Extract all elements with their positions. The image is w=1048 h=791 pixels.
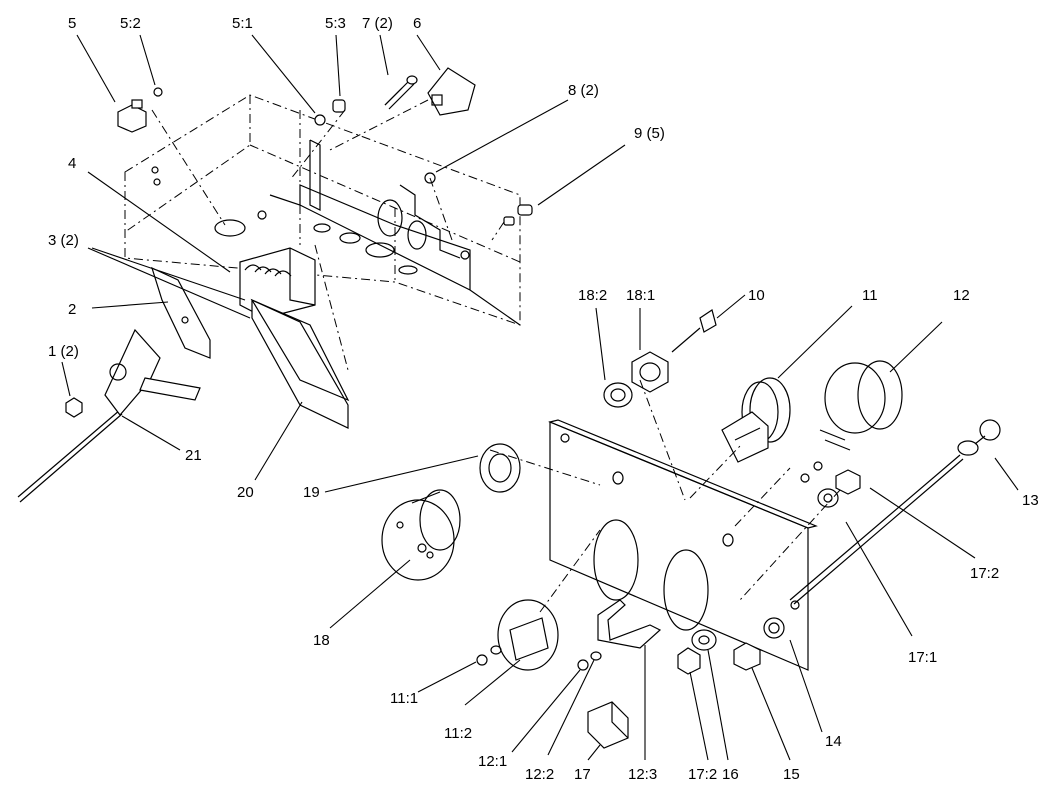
part-12-2-washer <box>590 651 602 661</box>
part-16-washer <box>691 629 717 651</box>
part-12-1-nut <box>577 659 589 671</box>
callout-11: 11 <box>862 287 878 304</box>
part-21-lever <box>17 328 201 503</box>
bracket-housing <box>124 94 521 326</box>
part-6-knob <box>427 67 476 116</box>
part-5-2-washer <box>153 87 163 97</box>
part-4-switch-block <box>239 247 316 319</box>
callout-12-2: 12:2 <box>525 766 554 783</box>
callout-18-1: 18:1 <box>626 287 655 304</box>
part-5-3-spacer <box>332 99 346 113</box>
callout-9: 9 (5) <box>634 125 665 142</box>
part-5-1-nut <box>314 114 326 126</box>
part-10-connector <box>671 309 717 353</box>
part-19-grommet <box>479 443 521 493</box>
part-1-nut <box>65 397 83 418</box>
callout-12-1: 12:1 <box>478 753 507 770</box>
part-11-2-bezel <box>497 599 559 671</box>
callout-16: 16 <box>722 766 739 783</box>
instrument-panel <box>548 419 818 671</box>
callout-8: 8 (2) <box>568 82 599 99</box>
callout-11-1: 11:1 <box>390 690 418 707</box>
callout-5-1: 5:1 <box>232 15 253 32</box>
part-11-1-nut <box>476 654 488 666</box>
callout-15: 15 <box>783 766 800 783</box>
part-5-knob <box>117 99 147 133</box>
part-17-2-nut-upper <box>835 469 861 495</box>
callout-17: 17 <box>574 766 591 783</box>
callout-3: 3 (2) <box>48 232 79 249</box>
leader-lines <box>61 34 1019 761</box>
part-9-clip <box>491 204 533 241</box>
part-14-washer <box>763 617 785 639</box>
part-18-2-washer <box>603 382 633 408</box>
callout-12: 12 <box>953 287 970 304</box>
part-7-screw <box>384 75 418 110</box>
callout-17-2-lower: 17:2 <box>688 766 717 783</box>
callout-10: 10 <box>748 287 765 304</box>
callout-17-1: 17:1 <box>908 649 937 666</box>
callout-21: 21 <box>185 447 202 464</box>
callout-labels: 5 5:2 5:1 5:3 7 (2) 6 8 (2) 9 (5) 4 3 (2… <box>48 15 1039 783</box>
part-18-ignition-switch <box>381 489 461 581</box>
callout-12-3: 12:3 <box>628 766 657 783</box>
part-15-nut <box>733 642 761 671</box>
callout-4: 4 <box>68 155 76 172</box>
callout-5-2: 5:2 <box>120 15 141 32</box>
part-13-choke-cable <box>789 419 1001 605</box>
callout-19: 19 <box>303 484 320 501</box>
callout-18-2: 18:2 <box>578 287 607 304</box>
callout-14: 14 <box>825 733 842 750</box>
callout-11-2: 11:2 <box>444 725 472 742</box>
part-12-3-clip <box>597 599 662 649</box>
callout-5-3: 5:3 <box>325 15 346 32</box>
part-11-gauge <box>721 377 791 463</box>
part-17-1-washer <box>817 488 839 508</box>
part-20-panel <box>250 244 350 429</box>
callout-7: 7 (2) <box>362 15 393 32</box>
callout-5: 5 <box>68 15 76 32</box>
callout-18: 18 <box>313 632 330 649</box>
part-17-plug <box>587 701 629 749</box>
part-18-1-nut <box>631 351 669 393</box>
part-17-2-nut-lower <box>677 647 701 675</box>
callout-17-2-upper: 17:2 <box>970 565 999 582</box>
callout-13: 13 <box>1022 492 1039 509</box>
callout-2: 2 <box>68 301 76 318</box>
callout-6: 6 <box>413 15 421 32</box>
part-2-bracket <box>151 266 211 359</box>
callout-20: 20 <box>237 484 254 501</box>
callout-1: 1 (2) <box>48 343 79 360</box>
part-8-screw <box>424 172 453 241</box>
part-12-gauge <box>819 360 903 451</box>
